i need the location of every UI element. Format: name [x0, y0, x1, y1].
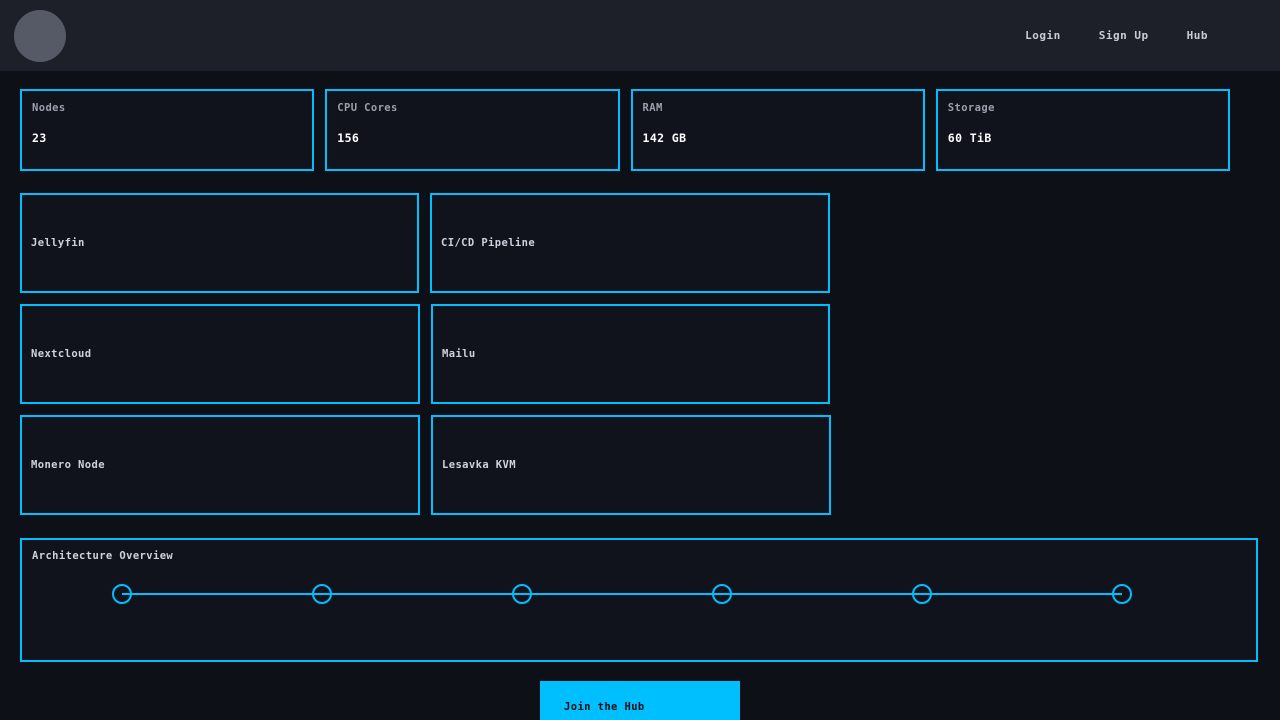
- stat-value: 156: [337, 131, 607, 145]
- site-header: Login Sign Up Hub: [0, 0, 1280, 71]
- service-card-monero-node[interactable]: Monero Node: [20, 415, 420, 515]
- service-card-cicd-pipeline[interactable]: CI/CD Pipeline: [430, 193, 830, 293]
- stat-label: RAM: [643, 102, 913, 114]
- architecture-title: Architecture Overview: [32, 550, 1256, 562]
- service-name: CI/CD Pipeline: [441, 237, 535, 249]
- service-name: Nextcloud: [31, 348, 92, 360]
- architecture-overview-panel: Architecture Overview: [20, 538, 1258, 662]
- avatar-circle-icon[interactable]: [14, 10, 66, 62]
- main-navigation: Login Sign Up Hub: [1025, 29, 1208, 42]
- service-card-lesavka-kvm[interactable]: Lesavka KVM: [431, 415, 831, 515]
- cta-row: Join the Hub: [0, 681, 1280, 720]
- join-the-hub-button[interactable]: Join the Hub: [540, 681, 740, 720]
- services-grid: Jellyfin CI/CD Pipeline Nextcloud Mailu …: [0, 171, 1280, 515]
- service-name: Jellyfin: [31, 237, 85, 249]
- service-name: Lesavka KVM: [442, 459, 516, 471]
- stat-value: 60 TiB: [948, 131, 1218, 145]
- stat-card-ram: RAM 142 GB: [631, 89, 925, 171]
- nav-link-sign-up[interactable]: Sign Up: [1099, 29, 1149, 42]
- stat-card-nodes: Nodes 23: [20, 89, 314, 171]
- stat-value: 142 GB: [643, 131, 913, 145]
- stats-grid: Nodes 23 CPU Cores 156 RAM 142 GB Storag…: [0, 71, 1280, 171]
- stat-label: CPU Cores: [337, 102, 607, 114]
- stat-label: Nodes: [32, 102, 302, 114]
- service-card-nextcloud[interactable]: Nextcloud: [20, 304, 420, 404]
- service-name: Monero Node: [31, 459, 105, 471]
- architecture-diagram: [22, 566, 1256, 656]
- stat-label: Storage: [948, 102, 1218, 114]
- service-card-jellyfin[interactable]: Jellyfin: [20, 193, 419, 293]
- stat-card-cpu-cores: CPU Cores 156: [325, 89, 619, 171]
- stat-card-storage: Storage 60 TiB: [936, 89, 1230, 171]
- nav-link-login[interactable]: Login: [1025, 29, 1061, 42]
- service-card-mailu[interactable]: Mailu: [431, 304, 830, 404]
- nav-link-hub[interactable]: Hub: [1187, 29, 1208, 42]
- stat-value: 23: [32, 131, 302, 145]
- service-name: Mailu: [442, 348, 476, 360]
